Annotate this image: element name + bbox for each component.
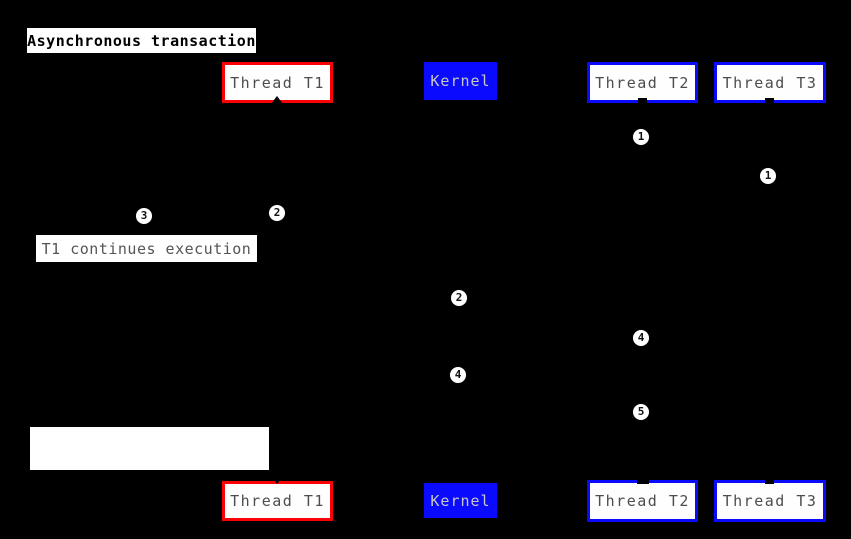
step-marker-4-t2: 4 <box>633 330 649 346</box>
actor-kernel-label: Kernel <box>430 72 491 90</box>
note-blank <box>30 427 269 470</box>
step-marker-3-t1: 3 <box>136 208 152 224</box>
step-marker-2-kernel: 2 <box>451 290 467 306</box>
actor-thread-t3-top: Thread T3 <box>714 62 826 103</box>
actor-thread-t1-bottom: Thread T1 <box>222 481 333 521</box>
actor-thread-t3-label: Thread T3 <box>722 73 818 92</box>
step-marker-1-t3: 1 <box>760 168 776 184</box>
step-marker-2-t1: 2 <box>269 205 285 221</box>
lifeline-notch-t3-top <box>765 98 774 104</box>
step-marker-4-kernel: 4 <box>450 367 466 383</box>
actor-thread-t3-bottom: Thread T3 <box>714 480 826 522</box>
lifeline-notch-t3-bottom <box>765 478 774 484</box>
lifeline-notch-t2-top <box>638 98 647 104</box>
step-marker-1-t2: 1 <box>633 129 649 145</box>
actor-thread-t3-label: Thread T3 <box>722 492 818 510</box>
actor-kernel-label: Kernel <box>430 491 491 510</box>
actor-kernel-top: Kernel <box>424 62 497 100</box>
lifeline-arrowhead-t1-top <box>271 96 283 104</box>
actor-thread-t2-bottom: Thread T2 <box>587 480 698 522</box>
actor-thread-t2-label: Thread T2 <box>595 492 690 510</box>
lifeline-notch-t2-bottom <box>637 478 649 484</box>
diagram-title: Asynchronous transaction <box>27 28 256 53</box>
actor-thread-t2-top: Thread T2 <box>587 62 698 103</box>
actor-thread-t2-label: Thread T2 <box>595 73 690 92</box>
step-marker-5-t2: 5 <box>633 404 649 420</box>
actor-kernel-bottom: Kernel <box>424 483 497 518</box>
actor-thread-t1-label: Thread T1 <box>230 492 325 510</box>
lifeline-arrowhead-t1-bottom <box>271 476 283 484</box>
actor-thread-t1-label: Thread T1 <box>230 73 325 92</box>
note-t1-continues: T1 continues execution <box>36 235 257 262</box>
